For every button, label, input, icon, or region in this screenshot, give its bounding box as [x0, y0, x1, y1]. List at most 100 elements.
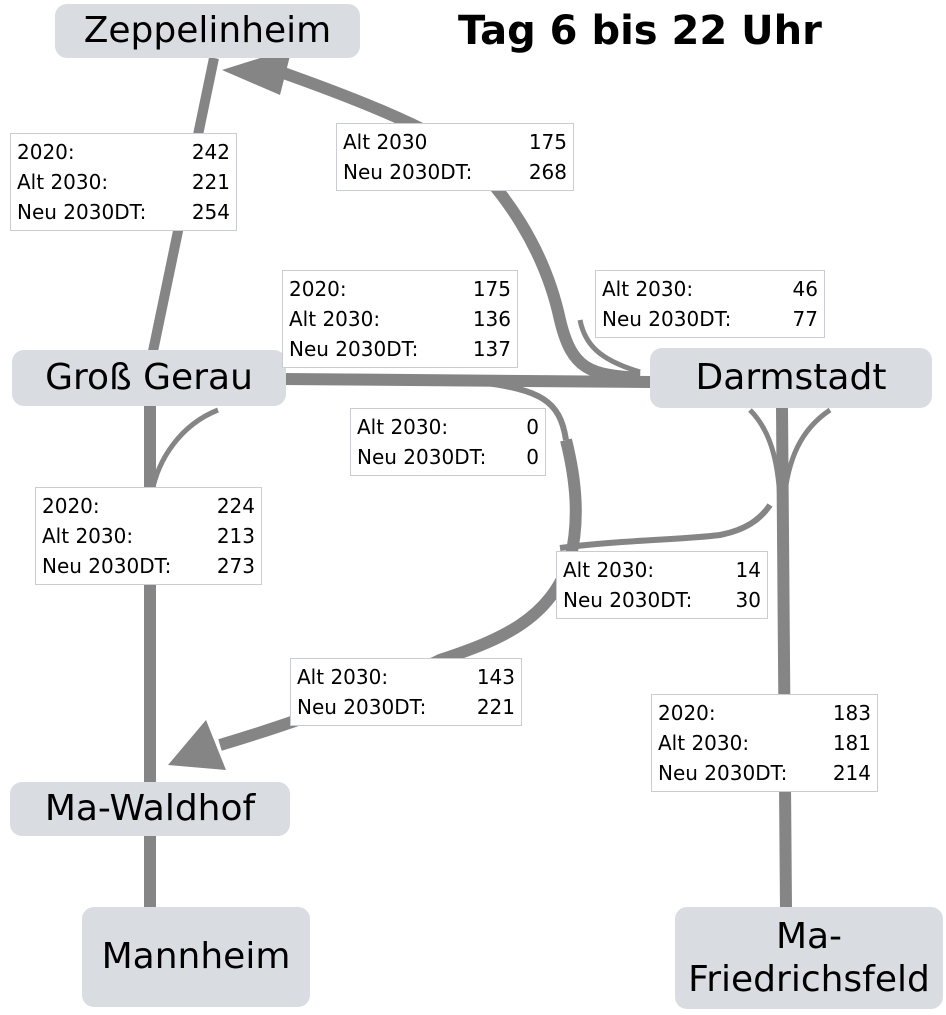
- box-row: Alt 2030: 136: [289, 304, 511, 334]
- box-row-label: Alt 2030: [343, 130, 428, 154]
- station-mannheim-label: Mannheim: [101, 936, 291, 978]
- line-grossgerau-darmstadt: [281, 373, 653, 388]
- box-row-value: 143: [476, 665, 515, 689]
- box-gg-curve-down: Alt 2030: 0 Neu 2030DT: 0: [350, 408, 546, 476]
- box-row-label: 2020:: [289, 277, 347, 301]
- station-ma-friedrichsfeld: Ma- Friedrichsfeld: [675, 907, 943, 1009]
- box-row-value: 175: [472, 277, 511, 301]
- box-row: Neu 2030DT: 254: [17, 197, 230, 227]
- box-row: Neu 2030DT: 30: [563, 585, 761, 615]
- box-row-label: Neu 2030DT:: [297, 695, 427, 719]
- box-row-value: 268: [528, 160, 567, 184]
- station-zeppelinheim: Zeppelinheim: [55, 4, 360, 58]
- line-gg-darmstadt-curve-down: [479, 379, 569, 441]
- box-row-label: Neu 2030DT:: [563, 588, 693, 612]
- box-grossgerau-darmstadt: 2020: 175 Alt 2030: 136 Neu 2030DT: 137: [282, 270, 518, 368]
- box-row-value: 137: [472, 337, 511, 361]
- box-row: Alt 2030 175: [343, 127, 567, 157]
- station-gross-gerau-label: Groß Gerau: [45, 357, 253, 399]
- box-row-label: Alt 2030:: [297, 665, 389, 689]
- box-row: Neu 2030DT: 137: [289, 334, 511, 364]
- station-ma-waldhof: Ma-Waldhof: [10, 782, 290, 836]
- station-gross-gerau: Groß Gerau: [12, 350, 286, 406]
- box-row-value: 14: [735, 558, 761, 582]
- box-row-label: Neu 2030DT:: [289, 337, 419, 361]
- box-row: Alt 2030: 46: [602, 274, 818, 304]
- box-row-value: 242: [191, 140, 230, 164]
- box-row-value: 183: [832, 701, 871, 725]
- box-row-value: 30: [735, 588, 761, 612]
- line-darmstadt-split-left: [748, 408, 783, 501]
- box-row: 2020: 175: [289, 274, 511, 304]
- box-row-label: 2020:: [17, 140, 75, 164]
- box-row-label: Alt 2030:: [658, 731, 750, 755]
- line-grossgerau-branch: [149, 407, 219, 493]
- box-row-value: 224: [216, 494, 255, 518]
- box-row-value: 46: [792, 277, 818, 301]
- box-row-label: Neu 2030DT:: [602, 307, 732, 331]
- box-to-waldhof: Alt 2030: 143 Neu 2030DT: 221: [290, 658, 522, 726]
- diagram-title: Tag 6 bis 22 Uhr: [458, 8, 822, 54]
- station-ma-waldhof-label: Ma-Waldhof: [44, 788, 256, 830]
- station-darmstadt: Darmstadt: [650, 348, 932, 408]
- box-row-value: 181: [832, 731, 871, 755]
- box-row: Neu 2030DT: 0: [357, 442, 539, 472]
- box-row: Alt 2030: 213: [42, 521, 255, 551]
- line-darmstadt-curve: [577, 319, 641, 375]
- box-row-label: 2020:: [658, 701, 716, 725]
- box-darmstadt-zeppelinheim: Alt 2030 175 Neu 2030DT: 268: [336, 123, 574, 191]
- station-zeppelinheim-label: Zeppelinheim: [83, 10, 332, 52]
- box-row-value: 0: [526, 445, 539, 469]
- box-grossgerau-waldhof: 2020: 224 Alt 2030: 213 Neu 2030DT: 273: [35, 487, 262, 585]
- box-row-label: Alt 2030:: [289, 307, 381, 331]
- line-connector-da-south: [559, 503, 773, 551]
- box-row-value: 175: [528, 130, 567, 154]
- box-row-value: 273: [216, 554, 255, 578]
- box-row: 2020: 224: [42, 491, 255, 521]
- box-row-label: Neu 2030DT:: [17, 200, 147, 224]
- box-row: Alt 2030: 181: [658, 728, 871, 758]
- box-row: Alt 2030: 14: [563, 555, 761, 585]
- box-row-value: 77: [792, 307, 818, 331]
- arrow-to-waldhof: [168, 720, 226, 770]
- box-row: Neu 2030DT: 273: [42, 551, 255, 581]
- box-row: Alt 2030: 143: [297, 662, 515, 692]
- box-row-label: Neu 2030DT:: [343, 160, 473, 184]
- station-mannheim: Mannheim: [82, 907, 310, 1007]
- arrow-to-zeppelinheim: [222, 48, 292, 95]
- box-row-label: Neu 2030DT:: [357, 445, 487, 469]
- box-row: Neu 2030DT: 221: [297, 692, 515, 722]
- box-zeppelinheim-line: 2020: 242 Alt 2030: 221 Neu 2030DT: 254: [10, 133, 237, 231]
- line-darmstadt-split-right: [781, 407, 832, 501]
- box-row-value: 214: [832, 761, 871, 785]
- box-row-label: Alt 2030:: [42, 524, 134, 548]
- box-row-label: Alt 2030:: [602, 277, 694, 301]
- box-row-label: Alt 2030:: [17, 170, 109, 194]
- station-ma-friedrichsfeld-label-1: Ma-: [775, 915, 843, 957]
- box-row: Neu 2030DT: 268: [343, 157, 567, 187]
- box-row-label: Neu 2030DT:: [658, 761, 788, 785]
- line-darmstadt-zeppelinheim: [273, 64, 641, 384]
- station-ma-friedrichsfeld-label-2: Friedrichsfeld: [688, 959, 930, 1000]
- box-row-value: 0: [526, 415, 539, 439]
- box-row: Alt 2030: 0: [357, 412, 539, 442]
- box-darmstadt-curve: Alt 2030: 46 Neu 2030DT: 77: [595, 270, 825, 338]
- box-row-label: Alt 2030:: [357, 415, 449, 439]
- box-row-label: 2020:: [42, 494, 100, 518]
- box-row: Neu 2030DT: 77: [602, 304, 818, 334]
- box-row-value: 254: [191, 200, 230, 224]
- box-connector-darmstadt-south: Alt 2030: 14 Neu 2030DT: 30: [556, 551, 768, 619]
- box-darmstadt-friedrichsfeld: 2020: 183 Alt 2030: 181 Neu 2030DT: 214: [651, 694, 878, 792]
- box-row: Neu 2030DT: 214: [658, 758, 871, 788]
- box-row-value: 136: [472, 307, 511, 331]
- box-row: 2020: 242: [17, 137, 230, 167]
- box-row-value: 213: [216, 524, 255, 548]
- box-row: Alt 2030: 221: [17, 167, 230, 197]
- box-row-label: Neu 2030DT:: [42, 554, 172, 578]
- station-darmstadt-label: Darmstadt: [695, 357, 887, 399]
- box-row-label: Alt 2030:: [563, 558, 655, 582]
- box-row-value: 221: [191, 170, 230, 194]
- box-row-value: 221: [476, 695, 515, 719]
- box-row: 2020: 183: [658, 698, 871, 728]
